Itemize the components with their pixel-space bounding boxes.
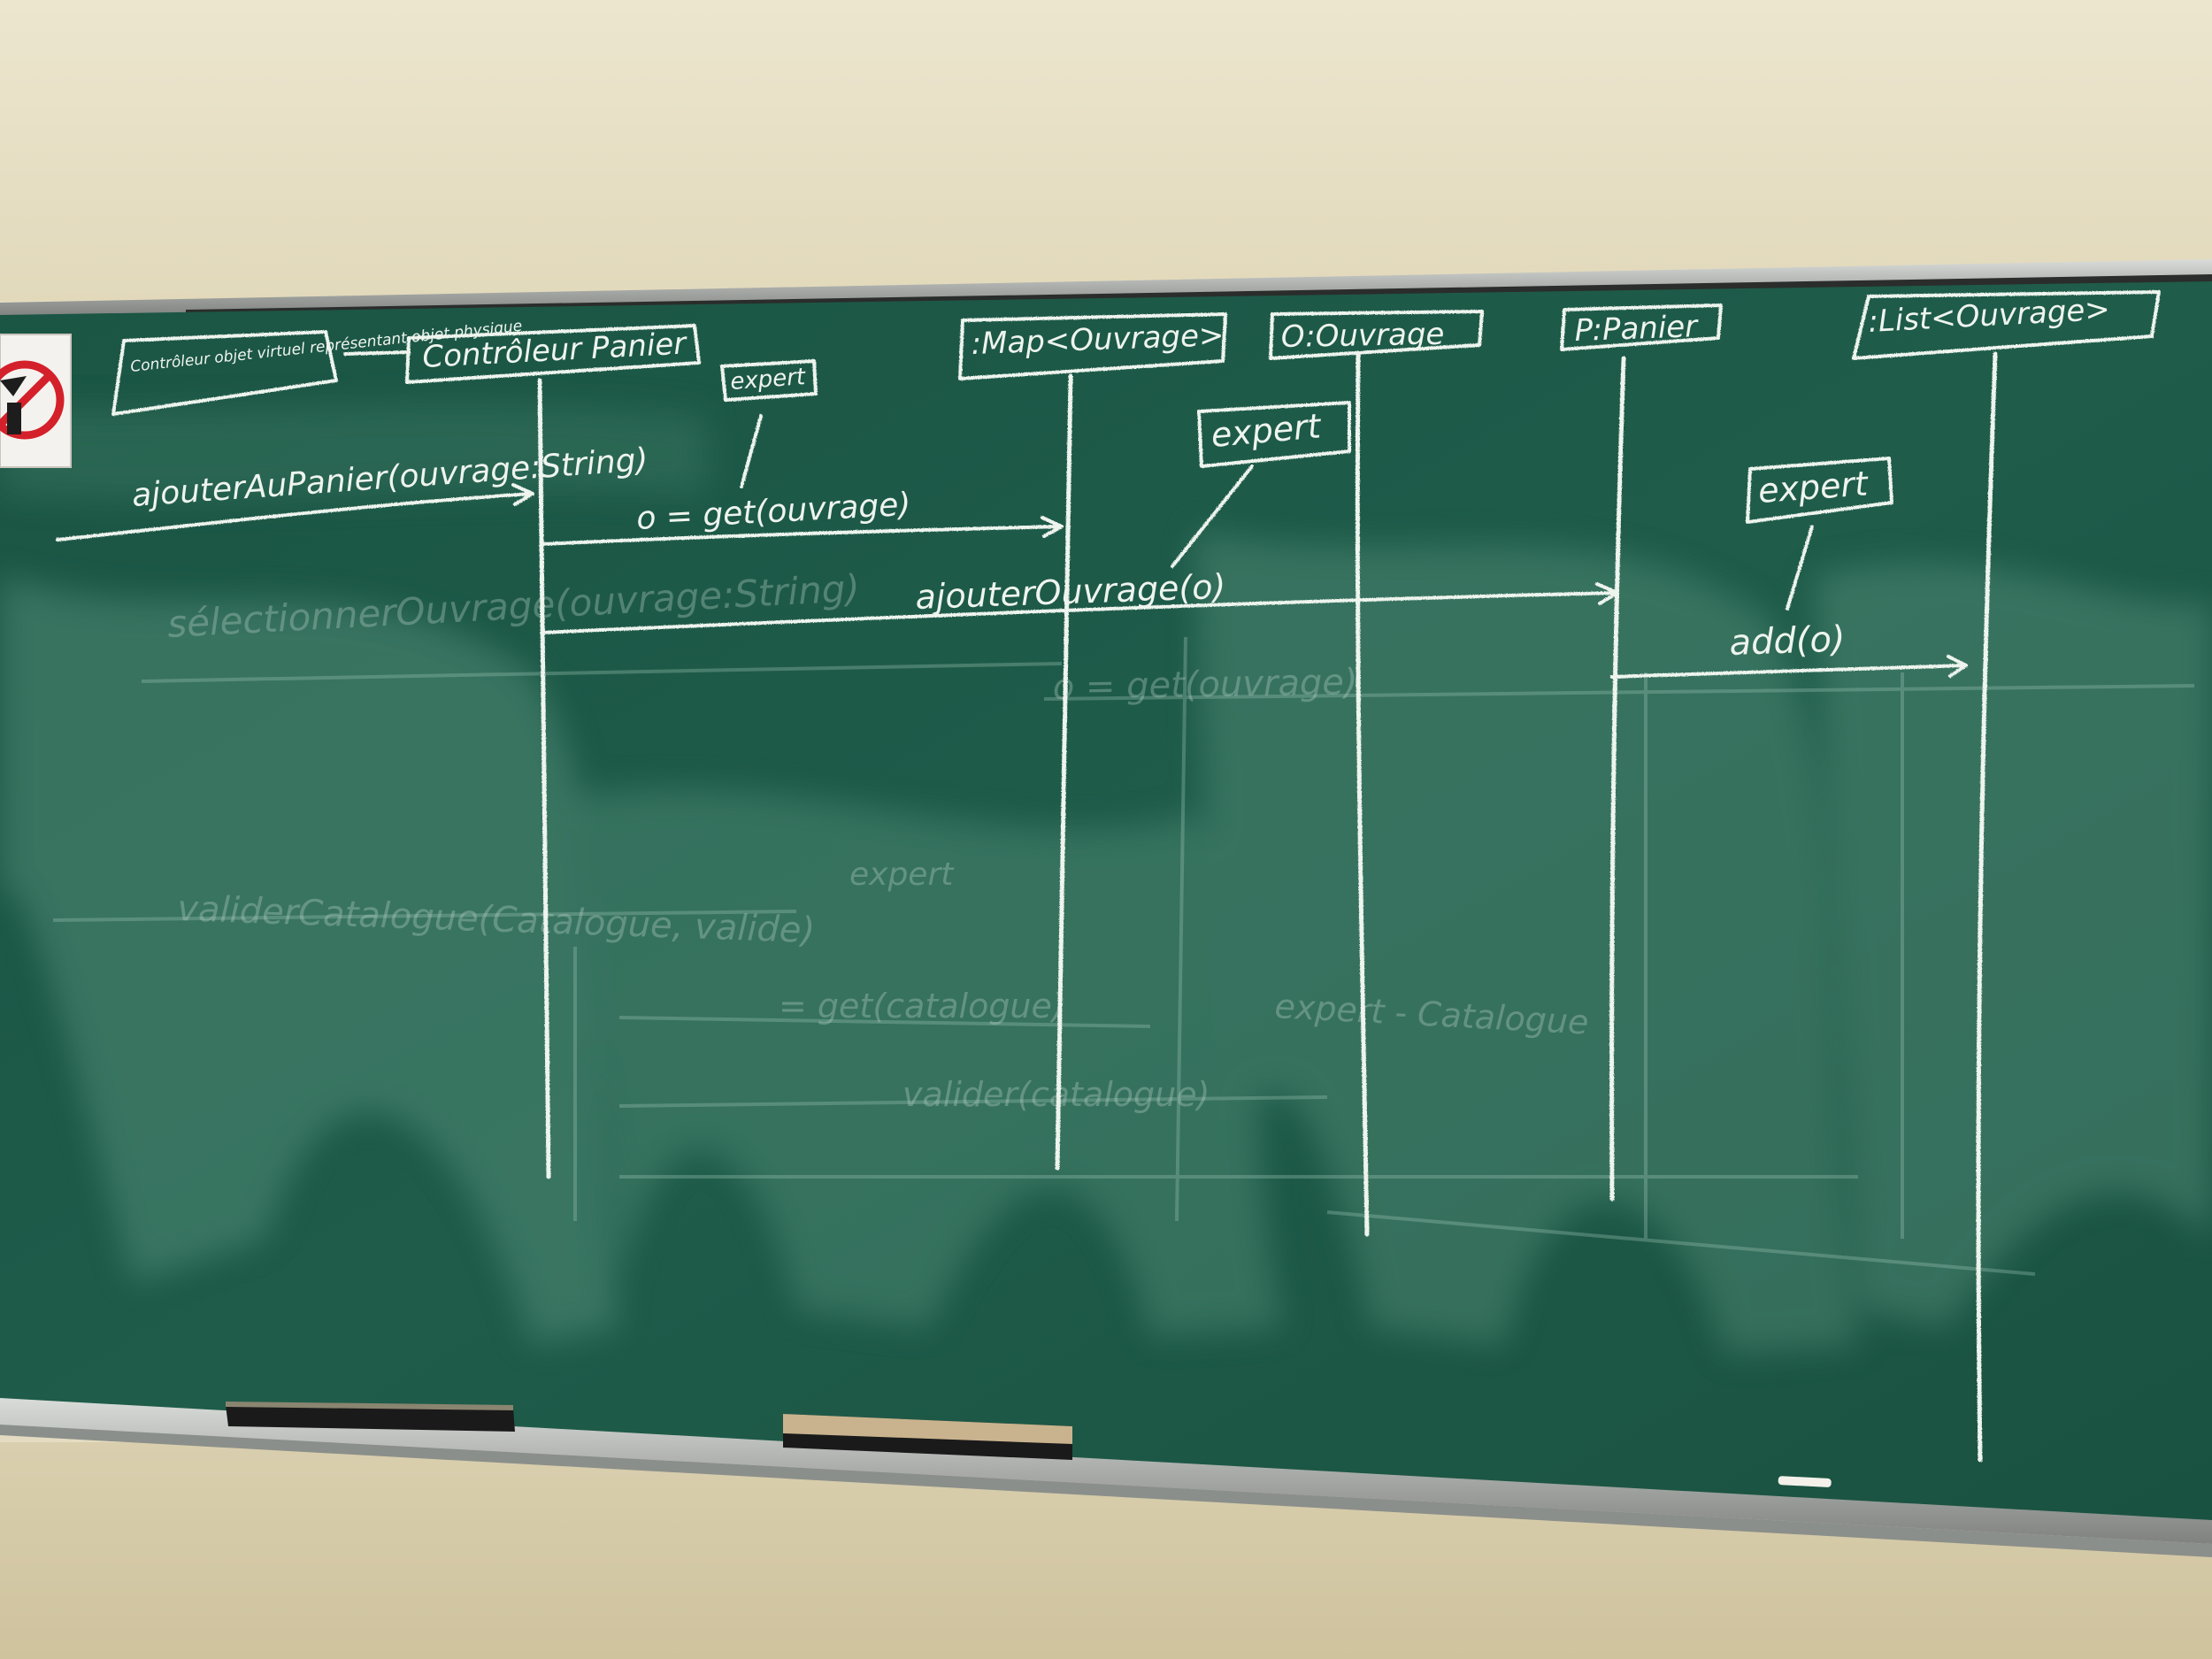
message-arrow-ajouter-ouvrage	[540, 591, 1619, 634]
ghost-text-get-catalogue: = get(catalogue)	[779, 987, 1065, 1025]
expert-label-2: expert	[1210, 406, 1324, 455]
lifeline-box-map	[958, 312, 1227, 380]
expert-label-3: expert	[1757, 464, 1871, 511]
arrowhead-ajouter-ouvrage	[1595, 582, 1619, 605]
lifeline-label-panier: P:Panier	[1574, 309, 1700, 349]
wall-upper	[0, 0, 2212, 301]
lifeline-ouvrage	[1355, 351, 1370, 1237]
lifeline-box-panier	[1560, 303, 1723, 351]
chalk-stick	[1778, 1476, 1832, 1487]
lifeline-controller	[537, 378, 551, 1179]
board-top-frame	[0, 259, 2212, 317]
note-connector	[343, 350, 411, 356]
lifeline-box-ouvrage	[1269, 310, 1484, 360]
lifeline-box-list	[1852, 290, 2161, 360]
lifeline-panier	[1609, 356, 1626, 1202]
arrowhead-get	[1041, 516, 1064, 538]
lifeline-list	[1976, 351, 1998, 1463]
lifeline-label-ouvrage: O:Ouvrage	[1280, 317, 1444, 355]
chalk-eraser-icon	[783, 1414, 1072, 1460]
message-arrow-get	[540, 525, 1064, 546]
message-arrow-ajouter-au-panier	[56, 492, 533, 541]
lifeline-label-map: :Map<Ouvrage>	[971, 318, 1225, 362]
lifeline-map	[1055, 373, 1073, 1171]
chalk-tray	[0, 1398, 2212, 1544]
note-box	[111, 330, 338, 416]
expert-box-2	[1197, 401, 1351, 468]
chalk-tray-shadow	[0, 1425, 2212, 1557]
expert-connector-2	[1171, 465, 1254, 568]
arrowhead-ajouter-au-panier	[511, 483, 534, 506]
no-entry-sign-icon	[0, 334, 72, 468]
expert-box-1	[720, 359, 818, 402]
message-arrow-add	[1610, 664, 1968, 679]
expert-connector-3	[1786, 525, 1814, 611]
chalk-eraser-icon	[226, 1402, 515, 1432]
ghost-text-get-1: o = get(ouvrage)	[1052, 662, 1358, 708]
expert-connector-1	[740, 414, 763, 488]
lifeline-box-controller	[405, 324, 701, 384]
expert-label-1: expert	[729, 364, 806, 396]
message-label-add: add(o)	[1729, 618, 1847, 664]
sequence-diagram	[56, 290, 2161, 1463]
ghost-text-expert: expert	[849, 856, 955, 893]
arrowhead-add	[1947, 655, 1968, 678]
expert-box-3	[1746, 457, 1893, 524]
